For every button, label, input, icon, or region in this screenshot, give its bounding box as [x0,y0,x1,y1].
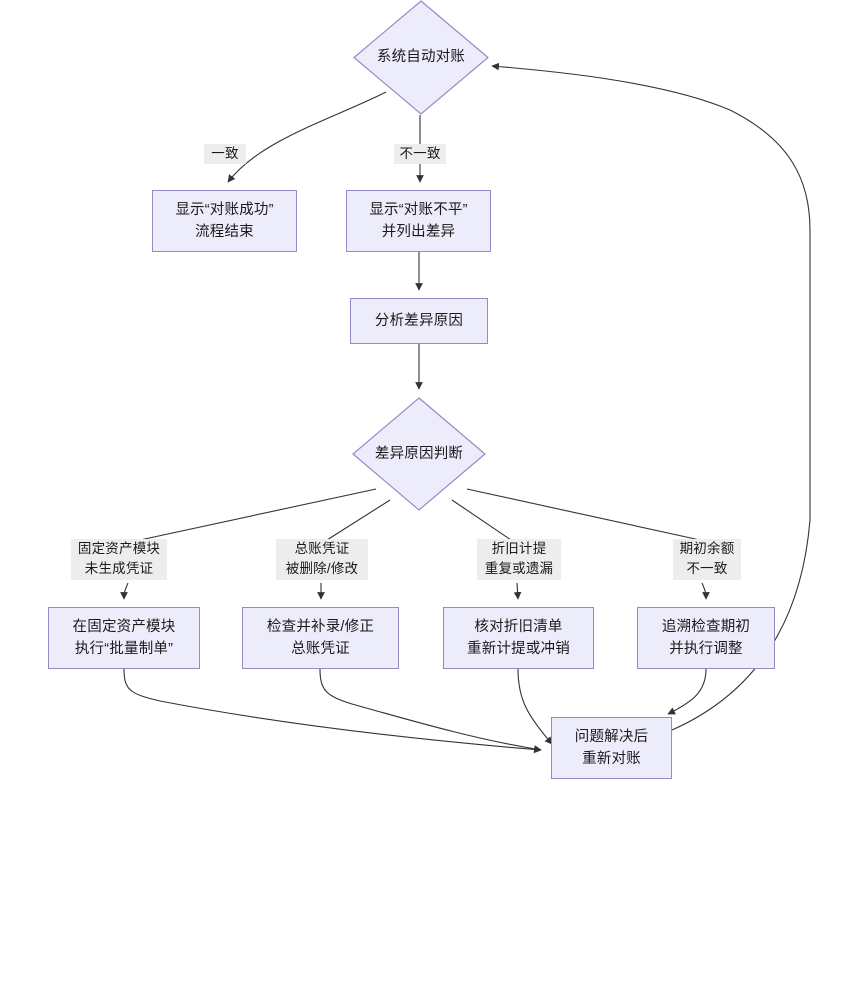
edge-decision-to-fa [139,488,377,541]
node-label: 系统自动对账 [376,49,466,66]
node-re-reconcile[interactable]: 问题解决后 重新对账 [551,717,672,779]
edge-depr-to-rereconcile [517,668,553,745]
edge-label-depr-duplicate: 折旧计提 重复或遗漏 [477,539,561,580]
edge-gl-to-rereconcile [319,668,542,753]
edge-fa-to-rereconcile [123,668,542,754]
edge-decision-to-fa-arrow [120,582,129,600]
edge-label-mismatch: 不一致 [394,144,446,165]
node-action-gl-voucher[interactable]: 检查并补录/修正 总账凭证 [242,607,399,669]
diamond-shape [352,397,486,511]
node-match-success[interactable]: 显示“对账成功” 流程结束 [152,190,297,252]
node-analyze-cause[interactable]: 分析差异原因 [350,298,488,344]
node-start-reconcile[interactable]: 系统自动对账 [353,0,489,115]
edge-decision-to-opening-arrow [701,582,710,600]
edge-label-gl-deleted: 总账凭证 被删除/修改 [276,539,368,580]
edge-label-opening-mismatch: 期初余额 不一致 [673,539,741,580]
node-action-depreciation[interactable]: 核对折旧清单 重新计提或冲销 [443,607,594,669]
node-cause-decision[interactable]: 差异原因判断 [352,397,486,511]
edge-decision-to-opening [466,488,701,541]
node-action-opening-balance[interactable]: 追溯检查期初 并执行调整 [637,607,775,669]
edge-label-match: 一致 [204,144,246,165]
node-action-fa-module[interactable]: 在固定资产模块 执行“批量制单” [48,607,200,669]
node-match-fail[interactable]: 显示“对账不平” 并列出差异 [346,190,491,252]
diamond-shape [353,0,489,115]
edge-decision-to-depr-arrow [513,582,522,600]
edge-label-fa-no-voucher: 固定资产模块 未生成凭证 [71,539,167,580]
node-label: 差异原因判断 [374,445,464,462]
edge-opening-to-rereconcile [667,668,707,715]
